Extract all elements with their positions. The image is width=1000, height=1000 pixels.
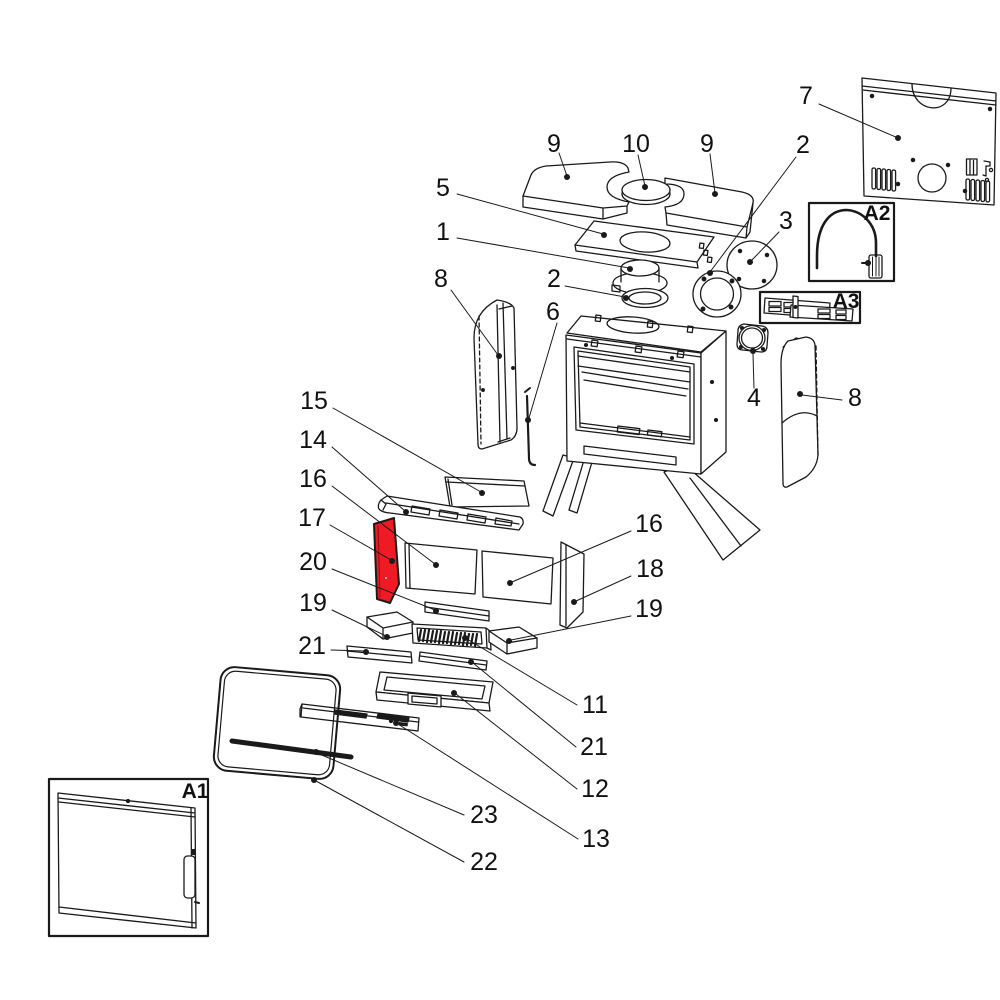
callout-8-right: 8 xyxy=(848,384,862,412)
callout-1: 1 xyxy=(436,218,450,246)
deflector-plate-part-15 xyxy=(444,476,530,508)
door-frame-a1 xyxy=(57,792,200,929)
callout-3: 3 xyxy=(779,207,793,235)
callout-4: 4 xyxy=(747,384,761,412)
ash-pan-part-12 xyxy=(375,671,494,712)
handle-bar-part-23 xyxy=(229,738,354,760)
collar-ring-part-4 xyxy=(736,323,769,353)
grate-part-11 xyxy=(411,623,492,651)
callout-17: 17 xyxy=(298,504,326,532)
callout-labels: 7 9 10 9 2 5 1 3 8 2 6 4 8 15 14 16 17 1… xyxy=(182,82,891,876)
callout-2-mid: 2 xyxy=(547,265,561,293)
callout-5: 5 xyxy=(436,174,450,202)
side-panel-part-18 xyxy=(559,541,585,629)
strip-part-21-left xyxy=(346,645,413,664)
gasket-ring-part-2 xyxy=(621,287,669,309)
callout-22: 22 xyxy=(470,848,498,876)
rod-part-6 xyxy=(524,387,537,467)
leader-lines xyxy=(315,103,899,863)
callout-19-left: 19 xyxy=(299,589,327,617)
inset-label-a2: A2 xyxy=(864,202,891,225)
inset-box-a3 xyxy=(758,290,862,325)
blanking-plate-part-3 xyxy=(726,240,778,290)
inset-box-a2 xyxy=(807,201,896,283)
callout-16-right: 16 xyxy=(635,510,663,538)
top-plate-right-part-9 xyxy=(664,177,754,239)
callout-12: 12 xyxy=(581,775,609,803)
callout-6: 6 xyxy=(546,298,560,326)
callout-7: 7 xyxy=(799,82,813,110)
inset-box-a1 xyxy=(47,777,210,938)
callout-21-right: 21 xyxy=(580,733,608,761)
callout-13: 13 xyxy=(582,825,610,853)
rail-part-14 xyxy=(377,495,524,531)
callout-2-top: 2 xyxy=(796,131,810,159)
door-glass-part-22 xyxy=(212,666,342,780)
top-lid-part-10 xyxy=(621,178,671,206)
stove-body xyxy=(542,314,761,561)
callout-21-left: 21 xyxy=(298,632,326,660)
callout-15: 15 xyxy=(300,387,328,415)
callout-14: 14 xyxy=(299,426,327,454)
flue-collar-part-1 xyxy=(611,259,668,295)
inset-label-a1: A1 xyxy=(182,780,209,803)
callout-11: 11 xyxy=(582,691,608,719)
callout-23: 23 xyxy=(470,801,498,829)
callout-18: 18 xyxy=(636,555,664,583)
strip-part-21-right xyxy=(418,651,488,671)
callout-19-right: 19 xyxy=(635,595,663,623)
gasket-fitting xyxy=(868,254,883,279)
side-panel-right-part-8 xyxy=(780,336,819,488)
callout-dots xyxy=(311,135,901,783)
inset-label-a3: A3 xyxy=(833,290,860,313)
callout-16-left: 16 xyxy=(299,465,327,493)
callout-9-right: 9 xyxy=(700,130,714,158)
side-brick-right-part-16 xyxy=(481,550,554,605)
callout-10: 10 xyxy=(622,130,650,158)
bracket-part-13 xyxy=(299,703,420,732)
flue-ring-part-2 xyxy=(692,270,742,318)
bracket-a3 xyxy=(763,295,854,322)
corner-brick-right-part-19 xyxy=(488,626,538,655)
corner-brick-left-part-19 xyxy=(366,611,414,640)
back-panel-part-7 xyxy=(861,77,997,206)
callout-8-left: 8 xyxy=(434,265,448,293)
callout-9-left: 9 xyxy=(547,130,561,158)
top-plate-left-part-9 xyxy=(522,161,630,220)
side-brick-left-part-16 xyxy=(404,542,478,595)
side-panel-left-part-8 xyxy=(473,299,518,450)
callout-20: 20 xyxy=(299,548,327,576)
top-cover-plate-part-5 xyxy=(574,220,715,269)
gasket-cord xyxy=(815,208,878,270)
